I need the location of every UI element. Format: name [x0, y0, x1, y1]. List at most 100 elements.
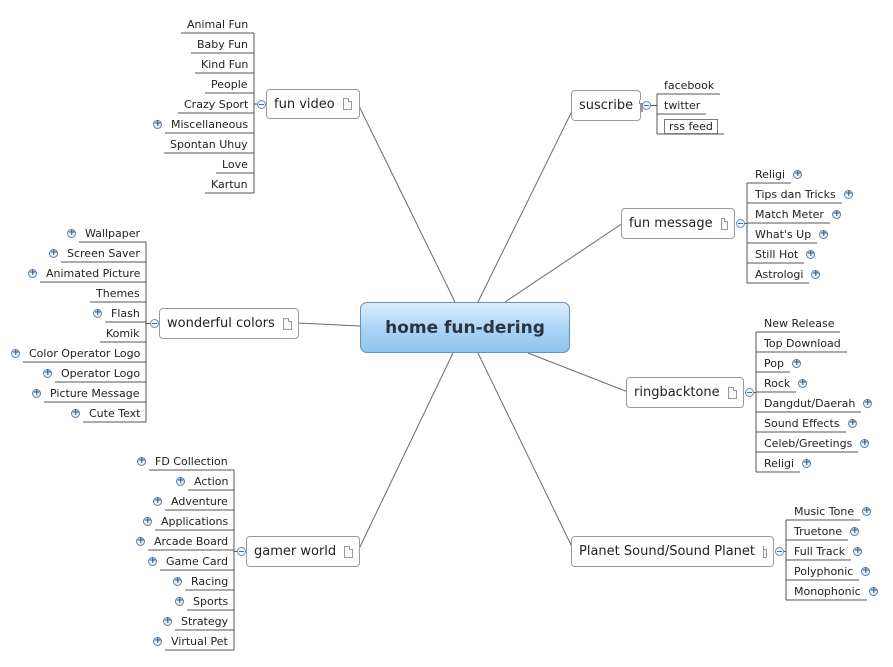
subtopic-item[interactable]: Color Operator Logo [29, 347, 141, 360]
expand-icon[interactable]: + [861, 566, 870, 576]
subtopic-item[interactable]: Strategy [181, 615, 229, 628]
expand-icon[interactable]: + [176, 476, 185, 486]
collapse-icon[interactable] [775, 547, 784, 556]
expand-icon[interactable]: + [136, 536, 145, 546]
note-icon[interactable] [727, 386, 737, 399]
expand-icon[interactable]: + [806, 249, 815, 259]
subtopic-item[interactable]: FD Collection [155, 455, 228, 468]
subtopic-item[interactable]: Polyphonic [794, 565, 854, 578]
subtopic-item[interactable]: Arcade Board [154, 535, 229, 548]
note-icon[interactable] [720, 217, 729, 230]
expand-icon[interactable]: + [811, 269, 820, 279]
subtopic-item[interactable]: Truetone [794, 525, 843, 538]
subtopic-item[interactable]: Applications [161, 515, 229, 528]
expand-icon[interactable]: + [153, 496, 162, 506]
subtopic-item[interactable]: Flash [111, 307, 140, 320]
subtopic-item[interactable]: Celeb/Greetings [764, 437, 853, 450]
subtopic-item[interactable]: Dangdut/Daerah [764, 397, 856, 410]
subtopic-item[interactable]: Kind Fun [201, 58, 249, 71]
subtopic-item[interactable]: Picture Message [50, 387, 140, 400]
expand-icon[interactable]: + [153, 119, 162, 129]
subtopic-item[interactable]: Racing [191, 575, 229, 588]
expand-icon[interactable]: + [792, 358, 801, 368]
expand-icon[interactable]: + [819, 229, 828, 239]
subtopic-item[interactable]: Monophonic [794, 585, 861, 598]
subtopic-item[interactable]: Still Hot [755, 248, 799, 261]
subtopic-item[interactable]: Crazy Sport [184, 98, 249, 111]
expand-icon[interactable]: + [32, 388, 41, 398]
subtopic-item[interactable]: Animated Picture [46, 267, 141, 280]
expand-icon[interactable]: + [798, 378, 807, 388]
note-icon[interactable] [342, 98, 352, 110]
subtopic-item[interactable]: Game Card [166, 555, 228, 568]
subtopic-item[interactable]: Virtual Pet [171, 635, 228, 648]
subtopic-item[interactable]: Full Track [794, 545, 846, 558]
expand-icon[interactable]: + [175, 596, 184, 606]
subtopic-item[interactable]: rss feed [664, 119, 718, 134]
collapse-icon[interactable] [745, 388, 754, 397]
subtopic-item[interactable]: Cute Text [89, 407, 141, 420]
collapse-icon[interactable] [642, 101, 651, 110]
note-icon[interactable] [763, 545, 767, 558]
expand-icon[interactable]: + [143, 516, 152, 526]
expand-icon[interactable]: + [850, 526, 859, 536]
subtopic-item[interactable]: Top Download [764, 337, 841, 350]
topic-ringbacktone[interactable]: ringbacktone [626, 377, 744, 408]
expand-icon[interactable]: + [848, 418, 857, 428]
expand-icon[interactable]: + [173, 576, 182, 586]
expand-icon[interactable]: + [148, 556, 157, 566]
subtopic-item[interactable]: twitter [664, 99, 701, 112]
collapse-icon[interactable] [237, 547, 246, 556]
topic-gamer-world[interactable]: gamer world [246, 536, 360, 567]
subtopic-item[interactable]: Tips dan Tricks [755, 188, 836, 201]
subtopic-item[interactable]: Religi [764, 457, 795, 470]
subtopic-item[interactable]: Baby Fun [197, 38, 248, 51]
central-topic[interactable]: home fun-dering [360, 302, 570, 353]
expand-icon[interactable]: + [137, 456, 146, 466]
subtopic-item[interactable]: Sound Effects [764, 417, 840, 430]
expand-icon[interactable]: + [863, 398, 872, 408]
subtopic-item[interactable]: Miscellaneous [171, 118, 249, 131]
topic-suscribe[interactable]: suscribe [571, 90, 644, 121]
expand-icon[interactable]: + [862, 506, 871, 516]
expand-icon[interactable]: + [11, 348, 20, 358]
expand-icon[interactable]: + [67, 228, 76, 238]
subtopic-item[interactable]: Wallpaper [85, 227, 141, 240]
expand-icon[interactable]: + [793, 169, 802, 179]
expand-icon[interactable]: + [844, 189, 853, 199]
topic-planet-sound[interactable]: Planet Sound/Sound Planet [571, 536, 774, 567]
subtopic-item[interactable]: Pop [764, 357, 784, 370]
expand-icon[interactable]: + [28, 268, 37, 278]
collapse-icon[interactable] [736, 219, 745, 228]
expand-icon[interactable]: + [71, 408, 80, 418]
topic-fun-video[interactable]: fun video [266, 89, 360, 119]
subtopic-item[interactable]: Match Meter [755, 208, 824, 221]
topic-fun-message[interactable]: fun message [621, 208, 735, 239]
expand-icon[interactable]: + [49, 248, 58, 258]
note-icon[interactable] [344, 545, 353, 558]
subtopic-item[interactable]: Music Tone [794, 505, 855, 518]
subtopic-item[interactable]: Komik [106, 327, 140, 340]
subtopic-item[interactable]: Spontan Uhuy [170, 138, 248, 151]
note-icon[interactable] [282, 317, 292, 330]
expand-icon[interactable]: + [153, 636, 162, 646]
collapse-icon[interactable] [150, 319, 159, 328]
collapse-icon[interactable] [257, 99, 266, 109]
subtopic-item[interactable]: Religi [755, 168, 786, 181]
subtopic-item[interactable]: What's Up [755, 228, 812, 241]
expand-icon[interactable]: + [832, 209, 841, 219]
subtopic-item[interactable]: Action [194, 475, 229, 488]
subtopic-item[interactable]: New Release [764, 317, 835, 330]
expand-icon[interactable]: + [853, 546, 862, 556]
subtopic-item[interactable]: Adventure [171, 495, 228, 508]
subtopic-item[interactable]: Love [222, 158, 248, 171]
expand-icon[interactable]: + [802, 458, 811, 468]
subtopic-item[interactable]: Astrologi [755, 268, 804, 281]
expand-icon[interactable]: + [860, 438, 869, 448]
subtopic-item[interactable]: People [211, 78, 248, 91]
expand-icon[interactable]: + [869, 586, 878, 596]
expand-icon[interactable]: + [163, 616, 172, 626]
subtopic-item[interactable]: Rock [764, 377, 791, 390]
expand-icon[interactable]: + [93, 308, 102, 318]
subtopic-item[interactable]: Operator Logo [61, 367, 141, 380]
